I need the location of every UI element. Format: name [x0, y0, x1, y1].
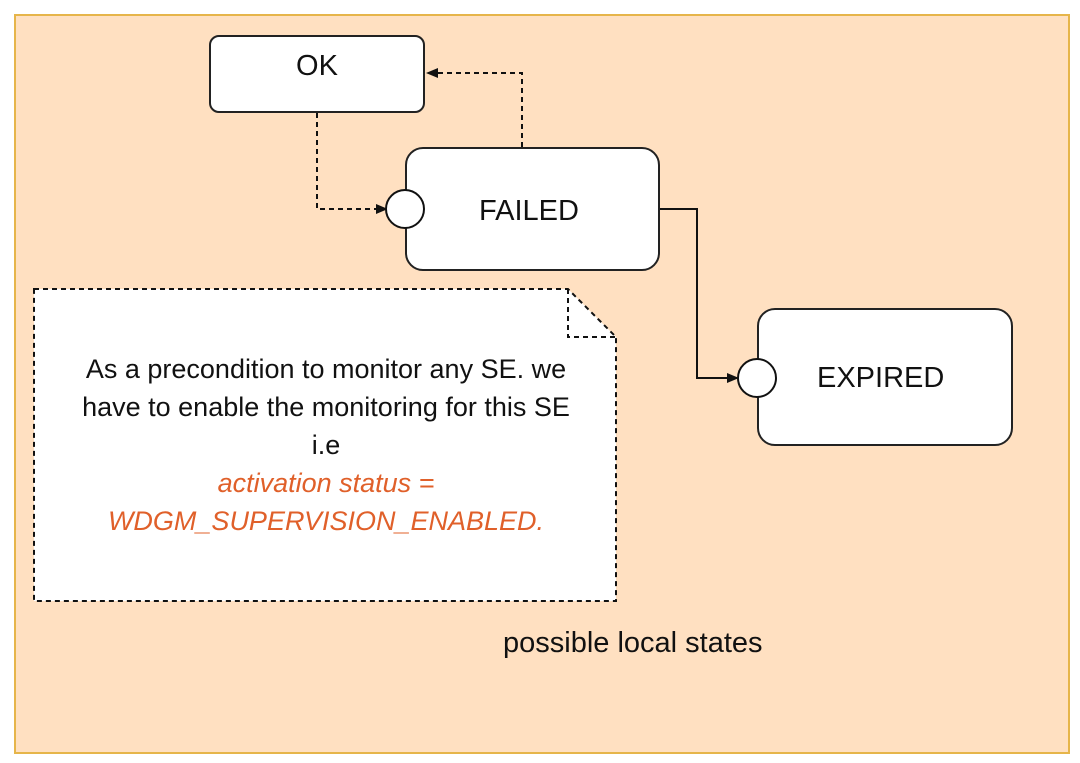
- note-line-1: As a precondition to monitor any SE. we: [85, 354, 567, 384]
- state-expired-label: EXPIRED: [817, 362, 945, 394]
- state-failed-label: FAILED: [479, 195, 579, 227]
- state-ok[interactable]: OK: [209, 35, 425, 113]
- state-ok-label: OK: [296, 49, 338, 82]
- note-text: As a precondition to monitor any SE. we …: [36, 350, 616, 540]
- note-line-2: have to enable the monitoring for this S…: [82, 392, 570, 422]
- note-highlight-line-2: WDGM_SUPERVISION_ENABLED.: [107, 506, 545, 536]
- state-expired[interactable]: EXPIRED: [757, 308, 1013, 446]
- diagram-caption: possible local states: [503, 627, 763, 659]
- note-line-3: i.e: [311, 430, 341, 460]
- state-failed[interactable]: FAILED: [405, 147, 660, 271]
- note-highlight-line-1: activation status =: [217, 468, 435, 498]
